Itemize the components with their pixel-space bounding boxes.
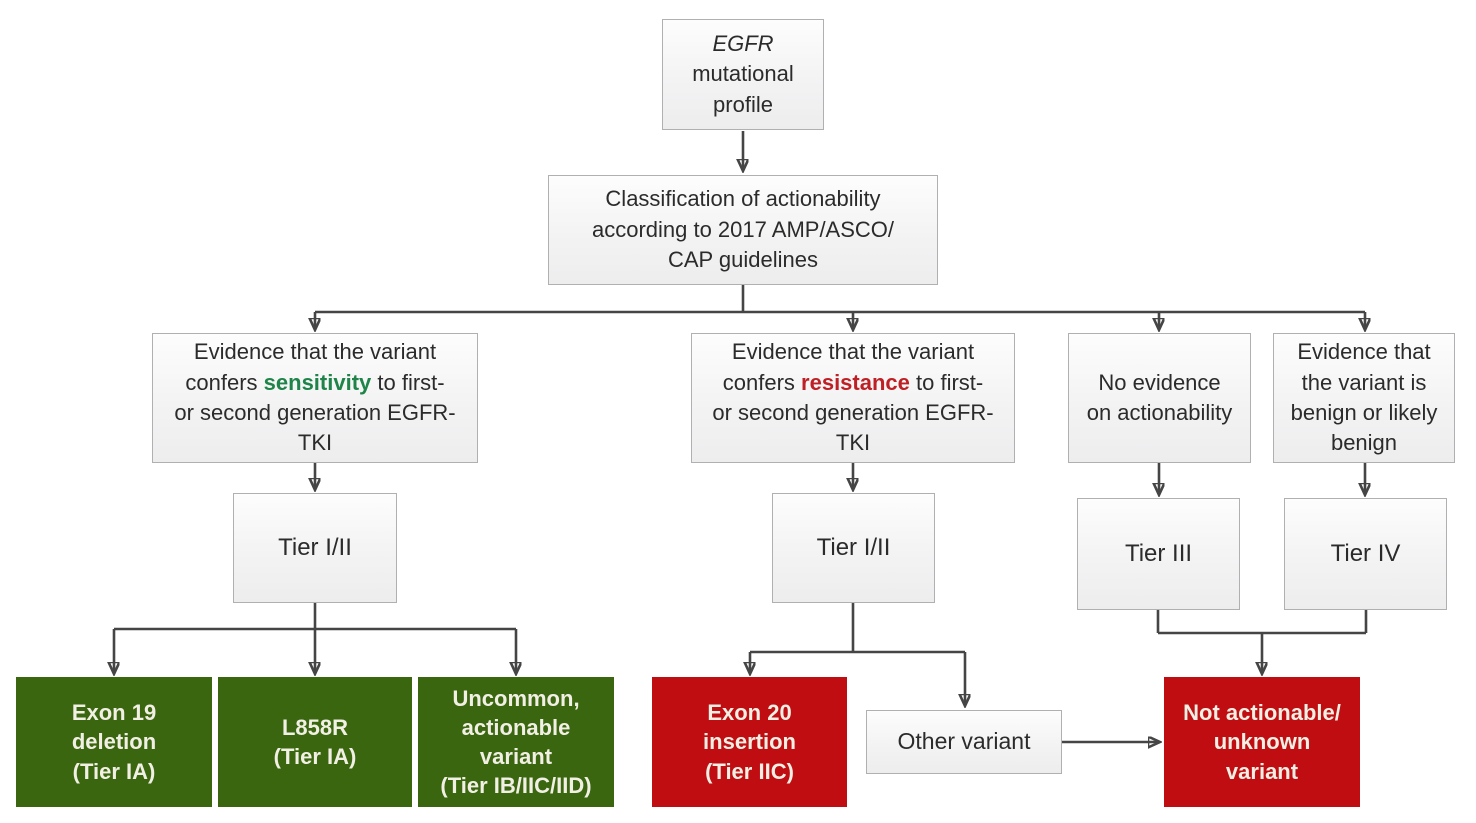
node-branch-resistance: Evidence that the variant confers resist… (691, 333, 1015, 463)
leaf-line: actionable (461, 714, 571, 740)
leaf-line: unknown (1213, 729, 1311, 755)
tier34-merge (1156, 610, 1368, 635)
tier-label: Tier IV (1330, 540, 1401, 568)
leaf-line: (Tier IA) (72, 758, 156, 784)
leaf-line: Exon 19 (71, 700, 157, 726)
node-branch-benign: Evidence that the variant is benign or l… (1273, 333, 1455, 463)
node-line: on actionability (1086, 400, 1233, 425)
node-other-variant: Other variant (866, 710, 1062, 774)
node-line: Evidence that (1297, 339, 1431, 365)
node-label: Other variant (897, 728, 1031, 755)
node-line: benign or likely (1290, 400, 1438, 425)
tier-label: Tier I/II (278, 534, 352, 562)
leaf-line: Exon 20 (707, 700, 792, 726)
node-line: confers resistance to first- (723, 368, 983, 398)
leaf-line: (Tier IIC) (705, 758, 794, 784)
leaf-line: variant (1225, 758, 1299, 784)
node-text: confers (722, 369, 802, 395)
leaf-exon20-insertion: Exon 20 insertion (Tier IIC) (652, 677, 847, 807)
leaf-line: L858R (281, 714, 349, 740)
node-line: Evidence that the variant (193, 339, 437, 365)
node-line: or second generation EGFR- (712, 400, 994, 425)
node-line: according to 2017 AMP/ASCO/ (591, 216, 895, 242)
node-egfr-mutational-profile: EGFR mutational profile (662, 19, 824, 130)
node-tier-1-2-sensitivity: Tier I/II (233, 493, 397, 603)
node-line: TKI (835, 430, 871, 456)
leaf-not-actionable: Not actionable/ unknown variant (1164, 677, 1360, 807)
node-line: the variant is (1301, 369, 1427, 395)
leaf-l858r: L858R (Tier IA) (218, 677, 412, 807)
node-text: to first- (909, 369, 984, 395)
node-line: Classification of actionability (605, 186, 881, 212)
resistance-fanout (750, 603, 965, 654)
node-text: confers (185, 369, 264, 395)
node-branch-sensitivity: Evidence that the variant confers sensit… (152, 333, 478, 463)
node-line: confers sensitivity to first- (185, 368, 444, 398)
leaf-line: Not actionable/ (1183, 700, 1341, 726)
tier-label: Tier III (1124, 540, 1193, 568)
leaf-line: (Tier IA) (273, 744, 357, 769)
node-line: CAP guidelines (667, 247, 819, 273)
node-tier-3: Tier III (1077, 498, 1240, 610)
node-line: or second generation EGFR- (174, 400, 456, 425)
leaf-line: deletion (71, 729, 157, 755)
node-tier-1-2-resistance: Tier I/II (772, 493, 935, 603)
leaf-line: Uncommon, (452, 685, 580, 711)
node-text: to first- (371, 369, 445, 395)
leaf-exon19-deletion: Exon 19 deletion (Tier IA) (16, 677, 212, 807)
node-line: benign (1330, 430, 1398, 456)
resistance-highlight: resistance (801, 369, 910, 395)
tier-label: Tier I/II (816, 534, 891, 562)
node-line: Evidence that the variant (731, 339, 975, 365)
leaf-line: variant (479, 744, 553, 769)
leaf-uncommon-actionable: Uncommon, actionable variant (Tier IB/II… (418, 677, 614, 807)
node-classification-guidelines: Classification of actionability accordin… (548, 175, 938, 285)
node-line: TKI (297, 430, 333, 456)
leaf-line: (Tier IB/IIC/IID) (440, 773, 592, 799)
sensitivity-highlight: sensitivity (263, 369, 372, 395)
leaf-line: insertion (703, 729, 796, 755)
node-line: No evidence (1098, 369, 1221, 395)
node-branch-no-evidence: No evidence on actionability (1068, 333, 1251, 463)
node-label: mutational profile (692, 61, 794, 117)
gene-name-italic: EGFR (712, 30, 774, 56)
node-tier-4: Tier IV (1284, 498, 1447, 610)
